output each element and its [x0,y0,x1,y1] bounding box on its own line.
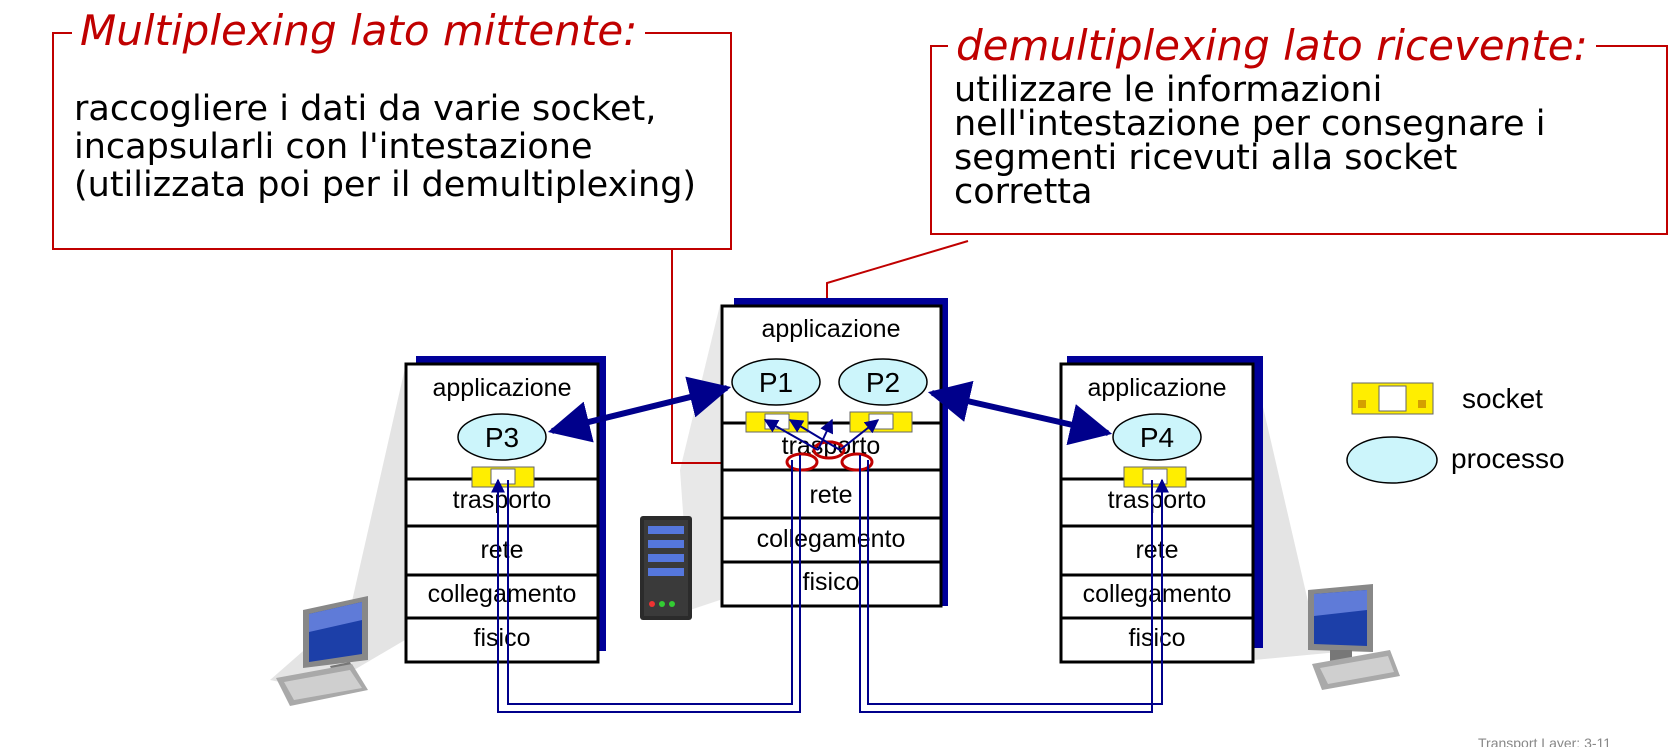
right-layer-rete: rete [1135,536,1178,564]
mux-callout-title: Multiplexing lato mittente: [72,8,646,54]
process-p4 [1112,413,1202,461]
left-socket-icon [471,466,535,488]
mux-point-center [812,440,846,460]
process-p1 [731,358,821,406]
right-layer-fisico: fisico [1129,624,1186,652]
mux-line-2: incapsularli con l'intestazione [74,127,593,167]
demux-callout: demultiplexing lato ricevente: utilizzar… [930,23,1668,235]
legend-process-label: processo [1451,443,1565,474]
right-computer-icon [1308,584,1400,690]
physical-path-right [859,455,1169,713]
left-layer-fisico: fisico [474,624,531,652]
left-layer-trasporto: trasporto [453,486,552,514]
mux-line-1: raccogliere i dati da varie socket, [74,89,657,129]
middle-layer-collegamento: collegamento [757,525,906,553]
right-layer-trasporto: trasporto [1108,486,1207,514]
middle-layer-applicazione: applicazione [762,315,901,343]
slide-label: Transport Layer: 3-11 [1478,735,1611,747]
mux-point-left [785,452,819,472]
right-socket-icon [1123,466,1187,488]
demux-callout-title: demultiplexing lato ricevente: [948,23,1596,69]
right-layer-collegamento: collegamento [1083,580,1232,608]
process-p3 [457,413,547,461]
mux-callout-body: raccogliere i dati da varie socket, inca… [74,90,696,204]
p2-p4-arrow [927,380,1113,446]
process-p4-label: P4 [1140,422,1174,453]
p1-p3-arrow [547,376,732,443]
process-p2 [838,358,928,406]
legend-process-icon [1346,436,1438,484]
left-perspective-shade [270,368,405,690]
middle-host-stack: applicazione trasporto rete collegamento… [720,298,948,608]
legend-socket-label: socket [1462,383,1543,414]
physical-path-left [491,455,801,713]
mux-callout: Multiplexing lato mittente: raccogliere … [52,8,732,250]
mux-point-right [840,452,874,472]
demux-line-4: corretta [954,172,1093,212]
middle-socket-p1-icon [745,411,809,433]
left-computer-icon [276,596,368,706]
middle-socket-p2-icon [849,411,913,433]
process-p1-label: P1 [759,367,793,398]
process-p3-label: P3 [485,422,519,453]
demux-line-2: nell'intestazione per consegnare i [954,104,1546,144]
left-layer-collegamento: collegamento [428,580,577,608]
server-icon [640,516,692,620]
mux-line-3: (utilizzata poi per il demultiplexing) [74,165,697,205]
process-p2-label: P2 [866,367,900,398]
legend-socket-icon [1351,382,1434,415]
left-host-stack: applicazione trasporto rete collegamento… [404,356,606,664]
left-layer-rete: rete [480,536,523,564]
demux-line-1: utilizzare le informazioni [954,70,1383,110]
right-perspective-shade [1254,368,1360,660]
demux-callout-body: utilizzare le informazioni nell'intestaz… [954,70,1546,212]
right-layer-applicazione: applicazione [1088,374,1227,402]
demux-line-3: segmenti ricevuti alla socket [954,138,1458,178]
legend: socket processo [1346,382,1565,484]
middle-layer-rete: rete [809,481,852,509]
left-layer-applicazione: applicazione [433,374,572,402]
middle-layer-fisico: fisico [803,568,860,596]
